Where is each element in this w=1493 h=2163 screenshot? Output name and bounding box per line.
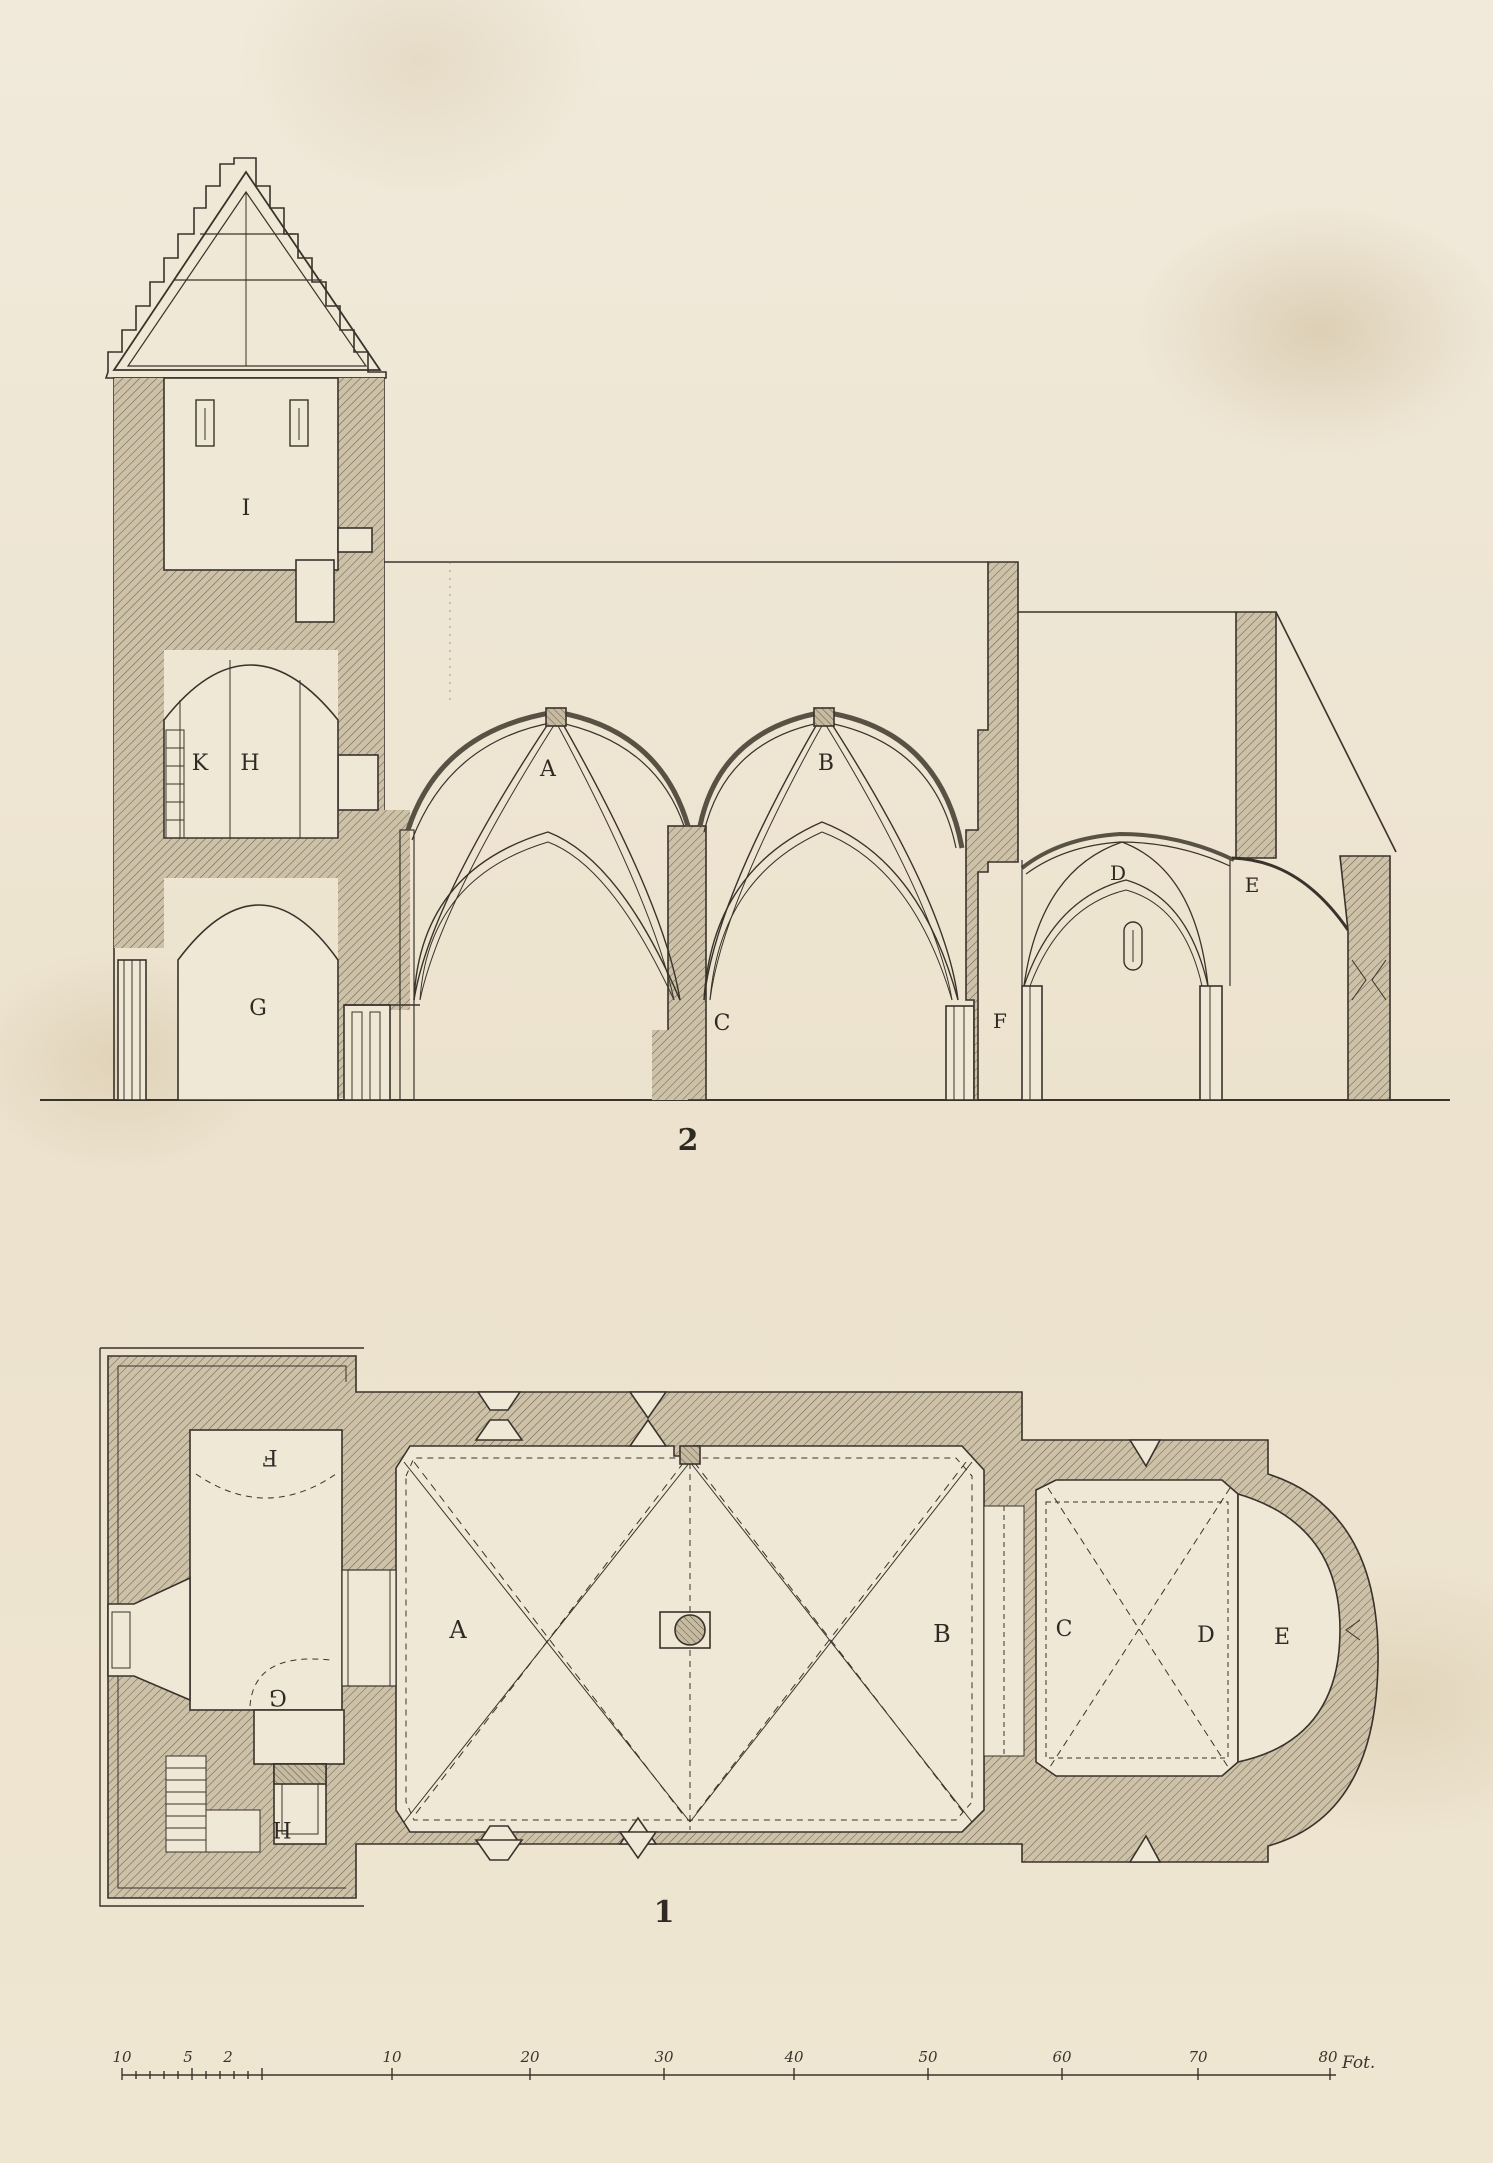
plan-tower-room <box>189 1429 343 1711</box>
plan-tower-stair <box>165 1755 261 1853</box>
section-label-I: I <box>242 496 251 521</box>
section-label-K: K <box>192 751 209 776</box>
plan-figure-number: 1 <box>654 1895 675 1930</box>
choir-section <box>1018 611 1397 1101</box>
plan-label-E: E <box>1274 1625 1290 1650</box>
section-label-G: G <box>249 996 267 1021</box>
plan-label-F: F <box>262 1444 277 1469</box>
section-label-E: E <box>1245 873 1260 897</box>
section-label-C: C <box>714 1011 731 1036</box>
section-figure-number: 2 <box>678 1123 699 1158</box>
scale-tick-label: 5 <box>183 2048 193 2066</box>
plan-label-C: C <box>1056 1617 1073 1642</box>
plan-label-G: G <box>269 1684 287 1709</box>
plan-label-D: D <box>1197 1623 1215 1648</box>
section-label-H: H <box>240 751 259 776</box>
section-label-D: D <box>1110 861 1126 885</box>
section-label-B: B <box>818 751 834 776</box>
scale-tick-label: 2 <box>222 2048 233 2066</box>
scale-tick-label: 10 <box>382 2048 402 2066</box>
scale-bar: 10 5 2 10 20 30 40 50 60 70 80 Fot. <box>112 2048 1375 2080</box>
scale-tick-label: 40 <box>783 2048 804 2066</box>
scale-tick-label: 80 <box>1318 2048 1338 2066</box>
nave-section <box>343 561 1019 1101</box>
plan-label-H: H <box>272 1816 291 1841</box>
section-labels: I K H G A B C D E F 2 <box>192 496 1260 1158</box>
plan-figure: F G H A B C D E 1 <box>99 1347 1379 1930</box>
scale-tick-label: 50 <box>918 2048 938 2066</box>
scale-tick-label: 20 <box>519 2048 540 2066</box>
tower-gable <box>104 157 387 379</box>
plan-labels: F G H A B C D E 1 <box>262 1444 1290 1930</box>
scale-tick-label: 30 <box>654 2048 674 2066</box>
plan-label-B: B <box>933 1620 951 1648</box>
plan-apse-interior <box>1237 1492 1341 1763</box>
tower-walls <box>113 377 410 1101</box>
section-label-F: F <box>993 1009 1007 1033</box>
tower-stair <box>165 729 185 839</box>
scale-tick-label: 70 <box>1188 2048 1208 2066</box>
scale-unit-label: Fot. <box>1341 2053 1375 2073</box>
plan-label-A: A <box>448 1616 467 1644</box>
section-figure: I K H G A B C D E F 2 <box>40 157 1450 1158</box>
scale-tick-label: 10 <box>112 2048 132 2066</box>
scale-tick-label: 60 <box>1052 2048 1072 2066</box>
section-label-A: A <box>539 757 557 782</box>
